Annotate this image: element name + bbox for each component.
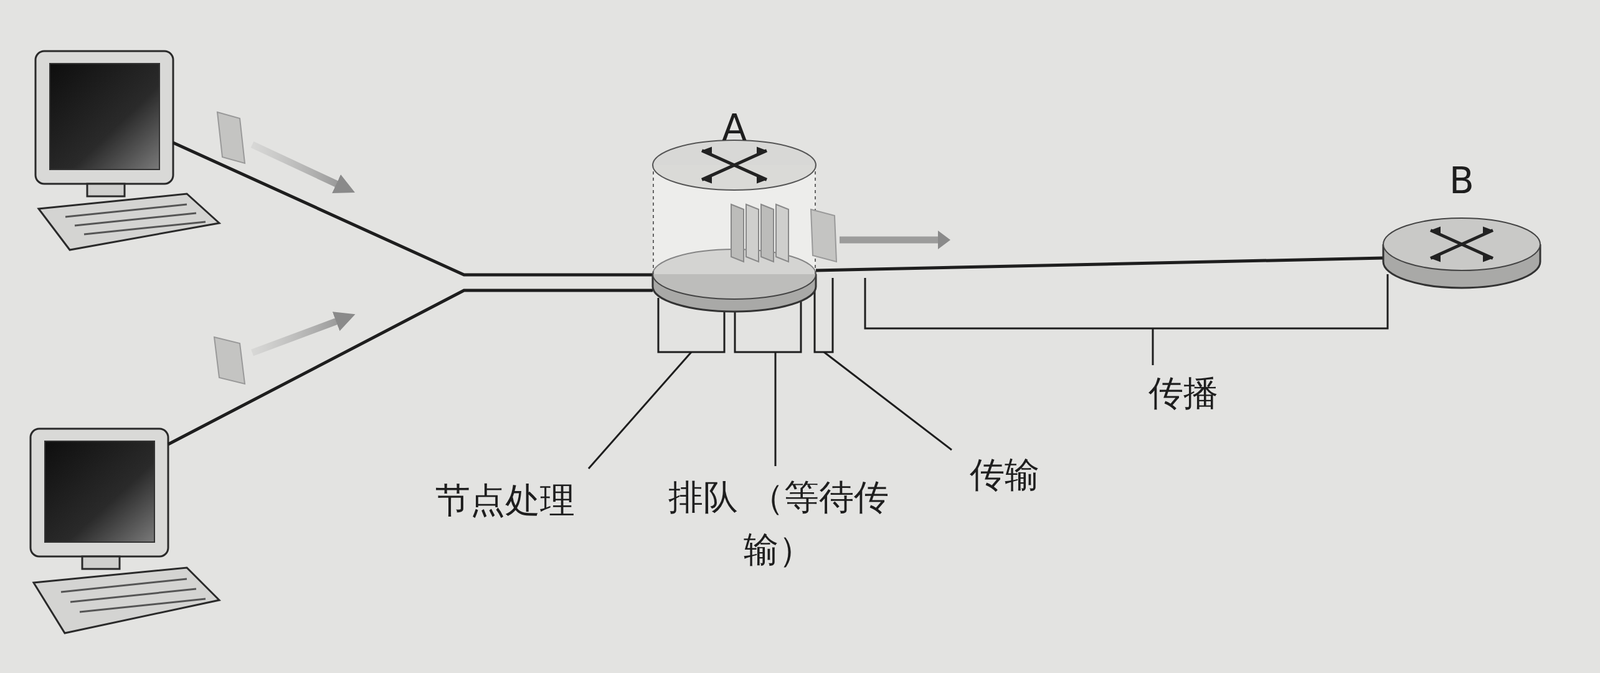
access-link: [168, 290, 653, 445]
packet-arrow: [252, 144, 346, 189]
packet: [776, 204, 789, 262]
delay-label: 传播: [1133, 366, 1234, 420]
router-symbol: [1482, 254, 1493, 263]
router-symbol: [1482, 226, 1493, 235]
packet: [761, 204, 774, 262]
packet: [214, 336, 245, 384]
router: B: [1383, 158, 1541, 290]
leader-line: [1152, 328, 1155, 365]
packet-arrow: [937, 230, 951, 250]
computer: [30, 428, 220, 633]
packet: [217, 112, 245, 164]
router-symbol: [701, 150, 767, 180]
router-label: A: [652, 105, 816, 150]
router-symbol: [756, 146, 767, 155]
delay-label: 节点处理: [411, 473, 599, 527]
delay-label: 排队 （等待传输）: [660, 470, 897, 576]
bracket: [865, 274, 1388, 329]
leader-line: [774, 351, 777, 466]
leader-line: [588, 351, 692, 469]
link: [815, 257, 1384, 271]
router-symbol: [756, 175, 767, 184]
delay-label: 传输: [954, 448, 1055, 501]
router-label: B: [1383, 158, 1541, 203]
router-symbol: [701, 146, 712, 155]
packet-arrow: [839, 236, 940, 244]
router-symbol: [701, 175, 712, 184]
router-symbol: [1430, 230, 1493, 259]
packet: [810, 209, 837, 262]
packet: [731, 204, 744, 262]
router-symbol: [1430, 226, 1441, 235]
packet: [746, 204, 759, 262]
bracket: [814, 277, 833, 352]
router-symbol: [701, 150, 767, 180]
packet-arrow: [252, 317, 346, 353]
router: A: [652, 105, 816, 312]
router-symbol: [1430, 230, 1493, 259]
router-symbol: [1430, 254, 1441, 263]
leader-line: [823, 351, 952, 450]
